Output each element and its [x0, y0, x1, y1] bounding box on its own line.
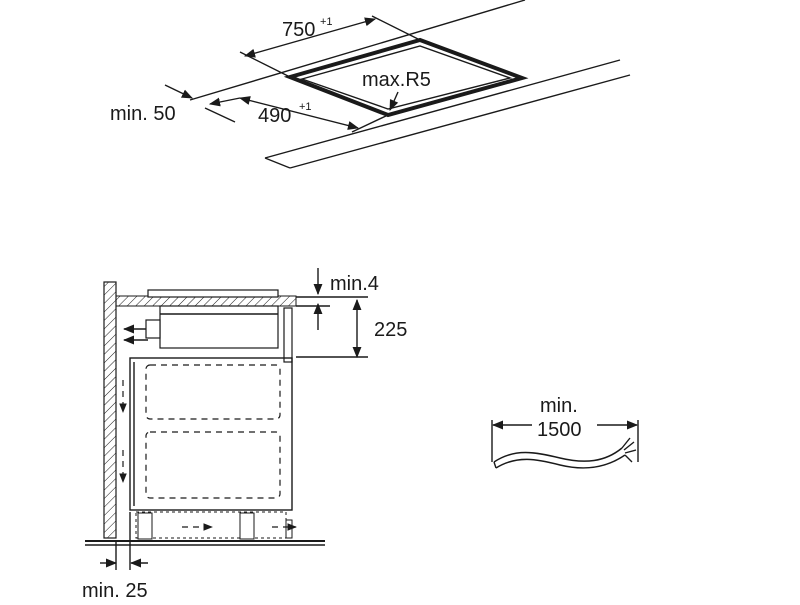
- cable-end-cap: [493, 461, 497, 469]
- hob-glass: [147, 289, 279, 298]
- cabinet-front-panel: [283, 307, 293, 363]
- countertop-front-edge-bottom: [289, 74, 631, 169]
- width-tolerance: +1: [320, 16, 333, 28]
- edge-distance-extension: [204, 107, 236, 123]
- depth-label: 490: [258, 105, 291, 127]
- depth-tolerance: +1: [299, 101, 312, 113]
- cable-length-view: min. 1500: [491, 395, 639, 469]
- cable-length-label-line2: 1500: [537, 419, 582, 441]
- plinth-foot-left: [137, 512, 153, 540]
- plinth-foot-right: [239, 512, 255, 540]
- cable-curve-top: [493, 447, 623, 463]
- wall-hatched: [103, 281, 117, 539]
- radius-label: max.R5: [362, 69, 431, 91]
- cutout-inner-outline: [299, 45, 513, 110]
- countertop-front-corner: [264, 157, 291, 169]
- hob-fan-outlet: [145, 319, 161, 339]
- radius-arrow: [389, 91, 399, 112]
- wall-gap-label: min. 25: [82, 580, 148, 600]
- cabinet-body: [129, 357, 293, 511]
- edge-distance-arrow-left: [164, 84, 194, 99]
- cabinet-section-view: min.4 225 min. 25: [82, 268, 407, 602]
- plinth: [135, 511, 287, 539]
- depth-extension: [351, 114, 389, 133]
- countertop-front-edge-top: [264, 59, 621, 159]
- countertop-back-edge: [189, 0, 526, 101]
- gap-label: min.4: [330, 273, 379, 295]
- width-dimension-line: [243, 17, 377, 58]
- width-extension-left: [239, 51, 291, 78]
- plinth-panel: [285, 519, 293, 539]
- edge-distance-arrow-right: [208, 97, 241, 107]
- edge-distance-label: min. 50: [110, 103, 176, 125]
- countertop-cutout-view: 750 +1 490 +1 max.R5 min. 50: [110, 0, 631, 169]
- height-label: 225: [374, 319, 407, 341]
- drawer-top: [145, 364, 281, 420]
- width-label: 750: [282, 19, 315, 41]
- drawer-bottom: [145, 431, 281, 499]
- hob-body: [159, 305, 279, 349]
- cable-length-label-line1: min.: [540, 395, 578, 417]
- cable-curve-bottom: [495, 454, 626, 469]
- width-extension-right: [371, 15, 421, 41]
- depth-dimension-line: [238, 96, 360, 130]
- cable-wires: [621, 437, 637, 463]
